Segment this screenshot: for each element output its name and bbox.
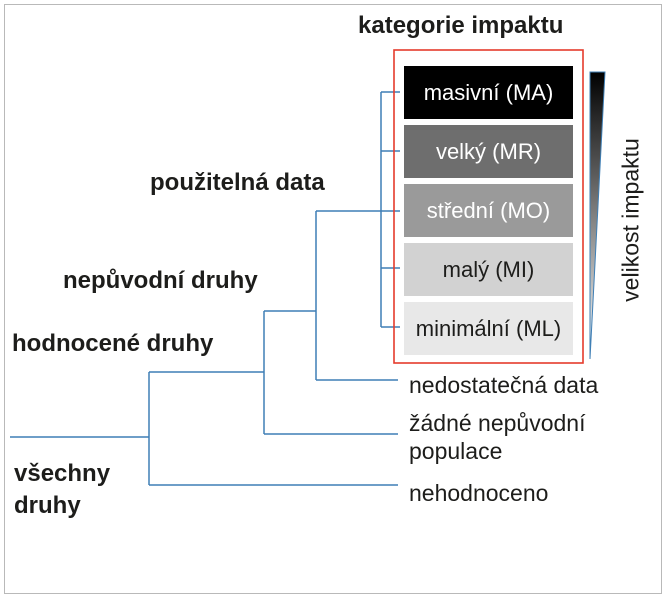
assessed-species-label: hodnocené druhy <box>12 330 214 357</box>
category-minor: malý (MI) <box>404 243 573 296</box>
category-moderate: střední (MO) <box>404 184 573 237</box>
impact-scale-label: velikost impaktu <box>617 138 644 302</box>
category-minimal: minimální (ML) <box>404 302 573 355</box>
alien-species-label: nepůvodní druhy <box>63 267 258 294</box>
categories-box <box>393 49 584 364</box>
not-evaluated-label: nehodnoceno <box>409 480 549 506</box>
data-available-label: použitelná data <box>150 169 325 196</box>
page-title: kategorie impaktu <box>358 12 564 39</box>
impact-scale-wedge <box>589 71 606 360</box>
no-alien-populations-label: žádné nepůvodní populace <box>409 410 586 464</box>
all-species-label: všechny druhy <box>14 460 111 519</box>
figure-frame <box>4 4 662 594</box>
category-massive: masivní (MA) <box>404 66 573 119</box>
category-major: velký (MR) <box>404 125 573 178</box>
data-deficient-label: nedostatečná data <box>409 372 599 398</box>
